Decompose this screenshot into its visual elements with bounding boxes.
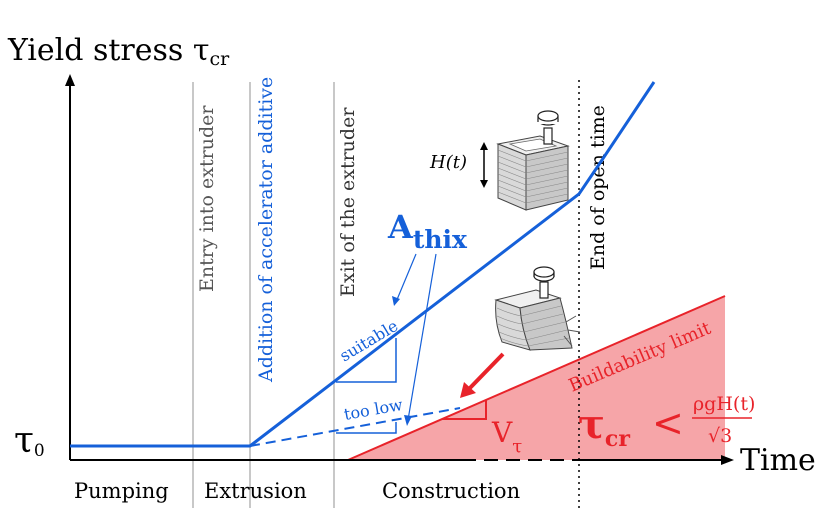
- v-tau-label: Vτ: [491, 416, 522, 457]
- y-axis-label: Yield stress τcr: [7, 33, 230, 70]
- collapsing-structure-icon: [494, 266, 581, 351]
- height-arrow-bottom: [480, 180, 488, 188]
- athix-arrow-suitable: [395, 253, 417, 303]
- additive-label: Addition of accelerator additive: [255, 77, 277, 383]
- exit-label: Exit of the extruder: [337, 107, 359, 297]
- athix-arrow-too-low: [407, 253, 437, 421]
- y-axis-arrow: [65, 74, 75, 86]
- too-low-curve: [249, 407, 461, 447]
- buildability-limit-line: [347, 295, 726, 461]
- phase-pumping: Pumping: [74, 479, 169, 503]
- height-arrow-top: [480, 142, 488, 150]
- tau0-label: τ0: [14, 420, 45, 461]
- collapse-arrow: [466, 352, 505, 392]
- phase-construction: Construction: [382, 479, 520, 503]
- x-axis-arrow: [721, 455, 734, 465]
- suitable-label: suitable: [336, 316, 401, 365]
- open-time-label: End of open time: [587, 105, 609, 270]
- formula-numerator: ρgH(t): [693, 393, 755, 415]
- collapse-arrow-head: [460, 382, 476, 398]
- formula-lhs: τcr: [578, 401, 630, 452]
- printed-structure-icon: [496, 110, 570, 211]
- formula-denominator: √3: [708, 425, 732, 447]
- yield-stress-curve: [70, 81, 656, 448]
- v-tau-slope-triangle: [442, 400, 487, 420]
- too-low-slope-triangle: [336, 422, 397, 434]
- athix-label: Athix: [387, 208, 468, 254]
- height-label: H(t): [429, 152, 467, 173]
- suitable-slope-triangle: [336, 338, 397, 383]
- athix-arrow-suitable-head: [392, 296, 400, 306]
- phase-extrusion: Extrusion: [204, 479, 307, 503]
- x-axis-label: Time: [740, 443, 816, 478]
- athix-arrow-too-low-head: [404, 415, 412, 426]
- formula-op: <: [652, 401, 684, 445]
- entry-label: Entry into extruder: [196, 105, 218, 292]
